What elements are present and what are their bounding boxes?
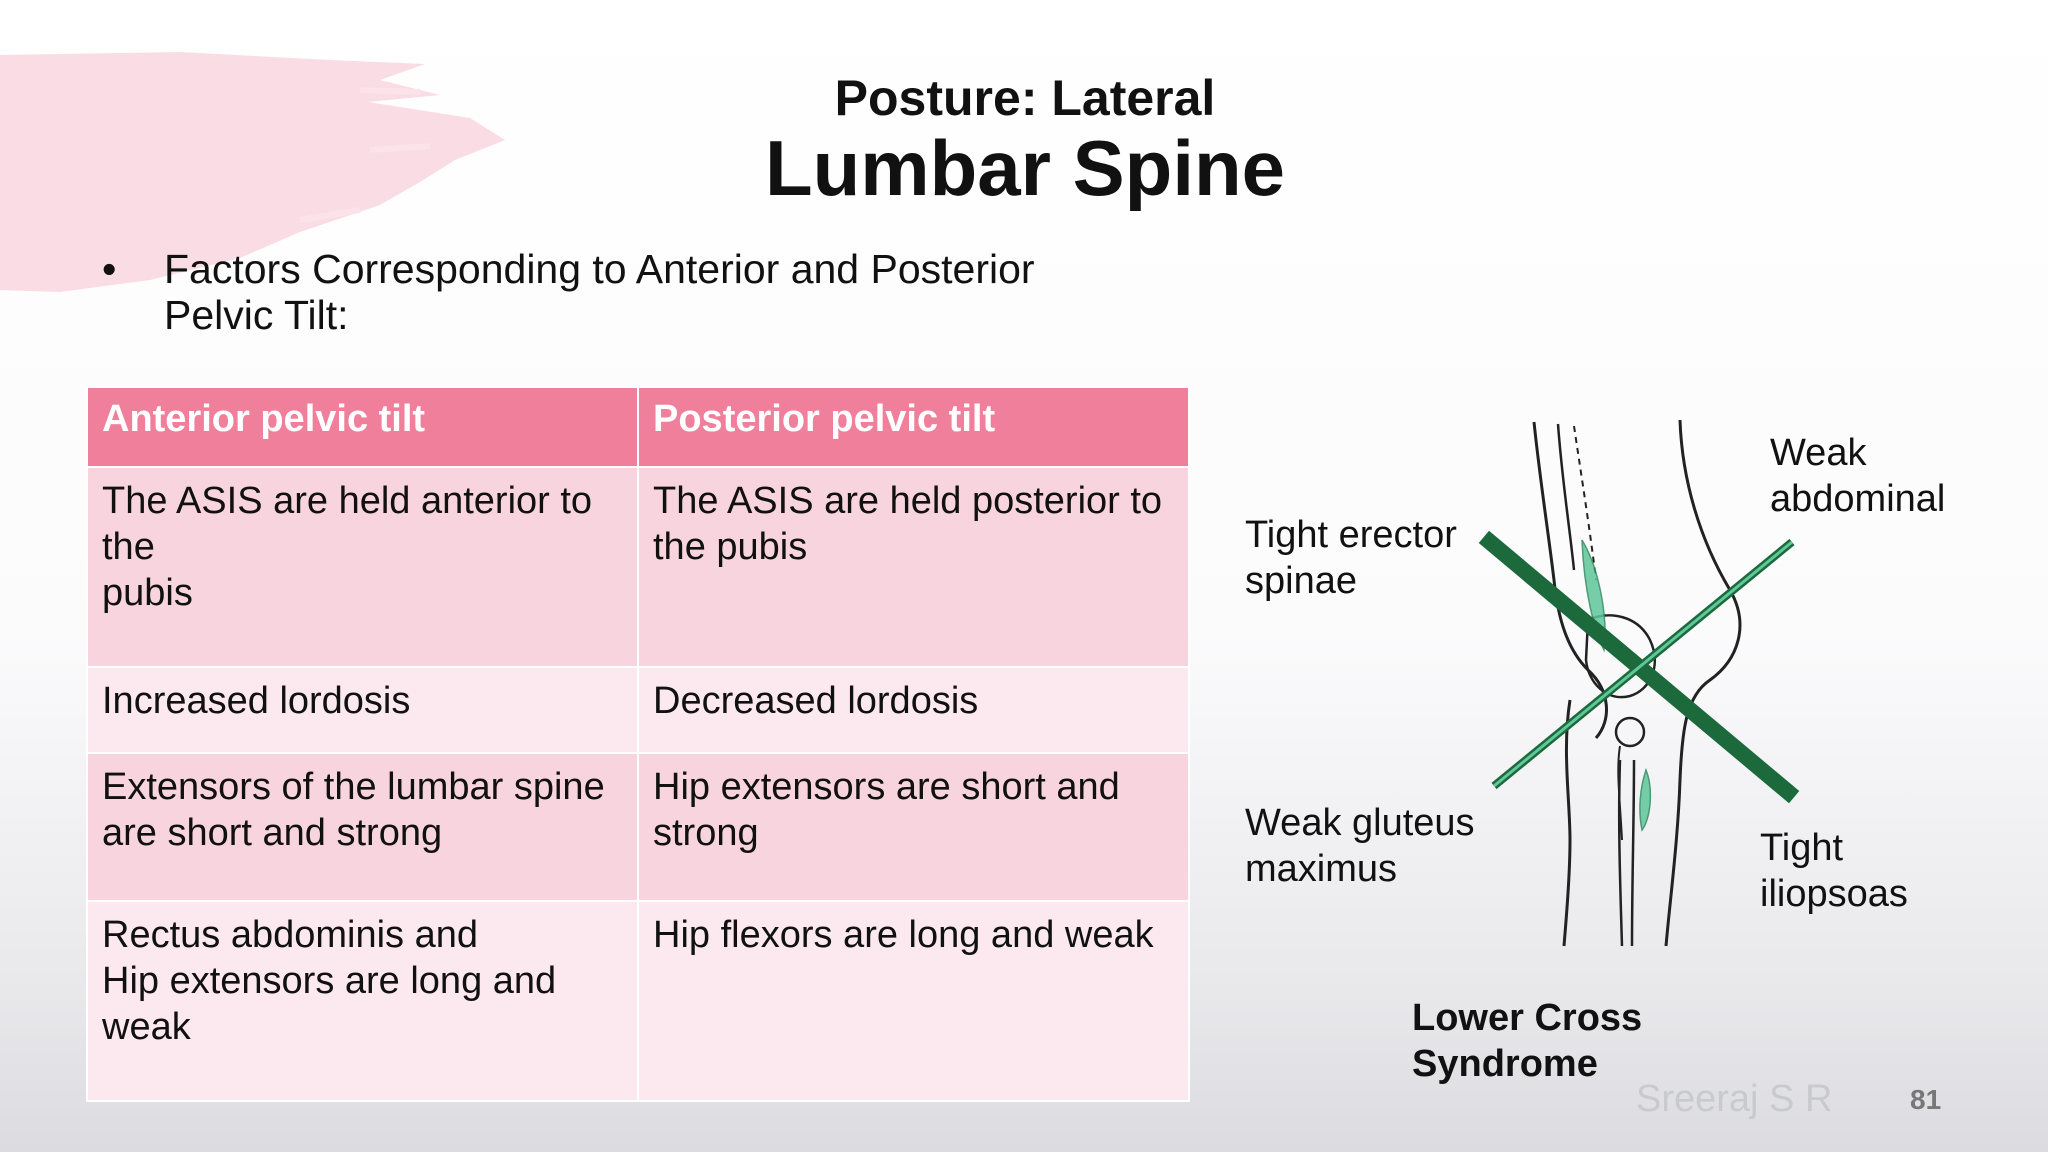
slide-title: Lumbar Spine [764, 124, 1286, 212]
table-header-row: Anterior pelvic tilt Posterior pelvic ti… [86, 386, 1190, 468]
brush-stroke-decoration [0, 52, 505, 292]
lower-cross-syndrome-figure [1478, 420, 1800, 947]
label-tight-iliopsoas: Tight iliopsoas [1760, 827, 1908, 915]
figure-caption: Lower Cross Syndrome [1412, 997, 1643, 1085]
header-posterior: Posterior pelvic tilt [637, 386, 1190, 468]
header-anterior: Anterior pelvic tilt [86, 386, 639, 468]
table-cell: Hip extensors are short and strong [637, 752, 1190, 902]
table-cell: Increased lordosis [86, 666, 639, 754]
table-cell: The ASIS are held anterior to the pubis [86, 466, 639, 668]
table-cell: Extensors of the lumbar spine are short … [86, 752, 639, 902]
table-row: Rectus abdominis and Hip extensors are l… [86, 900, 1190, 1102]
table-cell: Decreased lordosis [637, 666, 1190, 754]
label-weak-abdominal: Weak abdominal [1770, 432, 1946, 520]
pelvic-tilt-table: Anterior pelvic tilt Posterior pelvic ti… [86, 386, 1190, 1102]
table-row: The ASIS are held anterior to the pubis … [86, 466, 1190, 668]
table-cell: Rectus abdominis and Hip extensors are l… [86, 900, 639, 1102]
page-number: 81 [1910, 1084, 1942, 1115]
author-watermark: Sreeraj S R [1636, 1078, 1833, 1120]
bullet-text: Factors Corresponding to Anterior and Po… [164, 246, 1035, 338]
bullet-marker: • [102, 246, 117, 292]
slide-subtitle: Posture: Lateral [834, 70, 1216, 126]
table-row: Extensors of the lumbar spine are short … [86, 752, 1190, 902]
table-cell: The ASIS are held posterior to the pubis [637, 466, 1190, 668]
table-cell: Hip flexors are long and weak [637, 900, 1190, 1102]
label-weak-gluteus-maximus: Weak gluteus maximus [1245, 802, 1475, 890]
label-tight-erector-spinae: Tight erector spinae [1245, 514, 1457, 602]
table-row: Increased lordosis Decreased lordosis [86, 666, 1190, 754]
